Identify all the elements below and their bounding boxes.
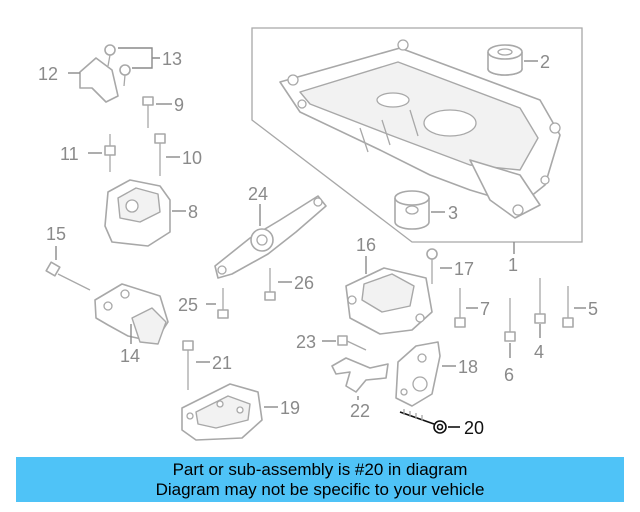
bolt-25 bbox=[206, 288, 229, 319]
callout-21: 21 bbox=[212, 353, 232, 373]
bolt-6 bbox=[504, 298, 516, 358]
bushing-3 bbox=[394, 190, 445, 230]
callout-17: 17 bbox=[454, 259, 474, 279]
callout-9: 9 bbox=[174, 95, 184, 115]
bolt-23 bbox=[322, 335, 367, 351]
callout-16: 16 bbox=[356, 235, 376, 255]
bushing-2 bbox=[487, 44, 538, 76]
callout-15: 15 bbox=[46, 224, 66, 244]
bolt-20[interactable] bbox=[399, 409, 460, 434]
bolt-4 bbox=[534, 278, 546, 338]
callout-10: 10 bbox=[182, 148, 202, 168]
bolt-11 bbox=[88, 134, 116, 172]
bolt-21 bbox=[182, 340, 210, 390]
bracket-18 bbox=[395, 341, 456, 407]
callout-25: 25 bbox=[178, 295, 198, 315]
callout-18: 18 bbox=[458, 357, 478, 377]
callout-13: 13 bbox=[162, 49, 182, 69]
bracket-22 bbox=[331, 357, 389, 400]
callout-3: 3 bbox=[448, 203, 458, 223]
callout-24: 24 bbox=[248, 184, 268, 204]
bracket-14 bbox=[94, 283, 169, 345]
callout-4: 4 bbox=[534, 342, 544, 362]
bolt-17 bbox=[426, 248, 452, 284]
bolt-9 bbox=[142, 96, 172, 128]
torque-rod-24 bbox=[214, 195, 327, 279]
callout-23: 23 bbox=[296, 332, 316, 352]
mount-16 bbox=[345, 256, 433, 335]
bolts-13 bbox=[104, 44, 160, 87]
banner-line-2: Diagram may not be specific to your vehi… bbox=[155, 480, 485, 499]
callout-2: 2 bbox=[540, 52, 550, 72]
bolt-10 bbox=[154, 133, 180, 176]
callout-14: 14 bbox=[120, 346, 140, 366]
callout-11: 11 bbox=[60, 144, 79, 164]
bolt-26 bbox=[264, 268, 292, 301]
mount-8 bbox=[104, 179, 186, 247]
callout-7: 7 bbox=[480, 299, 490, 319]
callout-19: 19 bbox=[280, 398, 300, 418]
callout-5: 5 bbox=[588, 299, 598, 319]
callout-8: 8 bbox=[188, 202, 198, 222]
bracket-12 bbox=[68, 57, 119, 103]
callout-22: 22 bbox=[350, 401, 370, 421]
callout-1: 1 bbox=[508, 255, 518, 275]
mount-19 bbox=[181, 383, 278, 441]
callout-6: 6 bbox=[504, 365, 514, 385]
banner-line-1: Part or sub-assembly is #20 in diagram bbox=[172, 460, 468, 479]
info-banner: Part or sub-assembly is #20 in diagram D… bbox=[16, 457, 624, 502]
callout-26: 26 bbox=[294, 273, 314, 293]
callout-20[interactable]: 20 bbox=[464, 418, 484, 438]
callout-12: 12 bbox=[38, 64, 58, 84]
bolt-15 bbox=[45, 246, 91, 291]
bolt-7 bbox=[454, 288, 478, 328]
subframe-group bbox=[251, 27, 583, 254]
parts-diagram: 1 2 3 4 5 6 7 8 9 10 11 12 13 14 15 16 1… bbox=[38, 27, 598, 441]
bolt-5 bbox=[562, 286, 586, 328]
